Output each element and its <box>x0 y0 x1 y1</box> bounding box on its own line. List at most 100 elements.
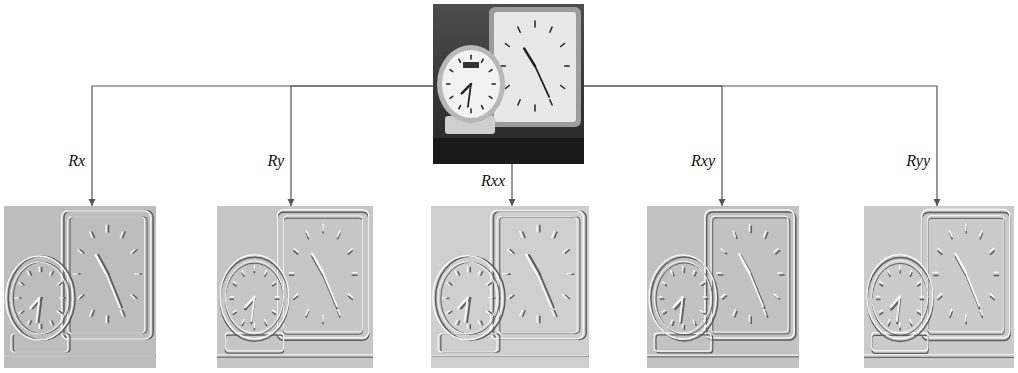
clock-hand <box>36 298 39 322</box>
clock-tick <box>880 284 883 286</box>
image-panel <box>864 206 1014 368</box>
branch-arrow <box>584 86 722 206</box>
clock-hand <box>540 274 554 307</box>
clock-tick <box>30 271 32 275</box>
clock-tick <box>27 271 29 275</box>
table-edge <box>217 354 373 355</box>
clock-tick <box>721 294 725 297</box>
clock-tick <box>534 21 536 27</box>
clock-edge <box>441 262 500 334</box>
clock-tick <box>555 232 557 238</box>
clock-edge <box>713 218 790 334</box>
clock-tick <box>933 272 937 274</box>
clock-tick <box>505 44 509 47</box>
clock-tick <box>90 310 92 316</box>
clock-tick <box>776 251 780 254</box>
clock-tick <box>920 299 923 301</box>
clock-tick <box>470 325 472 329</box>
clock-tick <box>27 321 29 325</box>
clock-tick <box>920 296 923 298</box>
clock-edge <box>707 212 796 340</box>
clock-tick <box>662 310 665 312</box>
edge-label: Ryy <box>905 152 931 170</box>
clock-tick <box>733 231 735 237</box>
clock-tick <box>470 109 472 113</box>
clock-tick <box>938 294 942 297</box>
clock-tick <box>877 299 880 301</box>
clock-tick <box>273 284 276 286</box>
clock-tick <box>994 275 998 277</box>
clock-tick <box>661 298 664 300</box>
clock-tick <box>765 233 767 239</box>
clock-edge <box>493 211 586 339</box>
clock-tick <box>780 274 784 276</box>
clock-tick <box>120 232 122 238</box>
embossed-clocks <box>431 211 589 356</box>
clock-tick <box>899 323 901 327</box>
clock-edge <box>277 212 369 340</box>
embossed-clocks <box>217 210 373 357</box>
clock-tick <box>486 311 489 313</box>
embossed-clocks <box>647 210 799 357</box>
clock-edge <box>64 211 153 339</box>
clock-edge <box>500 217 580 333</box>
clock-tick <box>705 298 708 300</box>
clock-edge <box>436 256 506 340</box>
clock-edge <box>928 216 1004 332</box>
clock-tick <box>470 55 472 59</box>
clock-tick <box>254 323 256 327</box>
clock-tick <box>92 310 94 316</box>
panel-image <box>4 206 156 368</box>
clock-tick <box>489 297 492 299</box>
clock-edge <box>438 334 497 352</box>
clock-tick <box>918 284 921 286</box>
clock-edge <box>705 210 794 338</box>
branch-arrow <box>511 164 512 206</box>
clock-tick <box>700 282 703 284</box>
clock-hand <box>251 297 254 321</box>
clock-tick <box>41 325 43 329</box>
clock-tick <box>721 249 725 252</box>
clock-edge <box>649 255 716 339</box>
clock-tick <box>880 281 883 283</box>
clock-face <box>494 12 576 122</box>
clock-tick <box>294 294 298 297</box>
clock-tick <box>880 313 883 315</box>
clock-tick <box>459 59 461 62</box>
clock-edge <box>68 217 145 333</box>
clock-tick <box>550 27 552 32</box>
clock-tick <box>455 321 457 325</box>
clock-tick <box>980 231 982 237</box>
clock-tick <box>57 311 60 313</box>
clock-tick <box>703 296 706 298</box>
clock-hand <box>524 49 535 66</box>
clock-hand <box>312 254 323 273</box>
clock-tick <box>78 295 82 298</box>
clock-edge <box>284 216 363 332</box>
clock-hand <box>323 273 337 306</box>
clock-tick <box>265 320 267 324</box>
clock-tick <box>565 65 570 67</box>
clock-tick <box>478 321 480 325</box>
clock-tick <box>520 310 522 316</box>
clock-hand <box>526 255 537 274</box>
clock-tick <box>880 310 883 312</box>
clock-hand <box>749 273 763 306</box>
table-edge <box>217 357 373 358</box>
panel-image <box>433 4 584 164</box>
clock-hand <box>109 274 123 307</box>
clock-tick <box>131 250 135 253</box>
clock-tick <box>352 272 356 274</box>
clock-edge <box>922 212 1010 340</box>
clock-tick <box>233 284 236 286</box>
clock-tick <box>774 294 778 297</box>
clock-tick <box>567 273 572 275</box>
clock-tick <box>700 310 703 312</box>
clock-tick <box>443 297 446 299</box>
clock-tick <box>294 249 298 252</box>
table-edge <box>647 355 798 356</box>
clock-edge <box>872 261 928 333</box>
clock-tick <box>555 311 557 317</box>
clock-edge <box>711 216 788 332</box>
